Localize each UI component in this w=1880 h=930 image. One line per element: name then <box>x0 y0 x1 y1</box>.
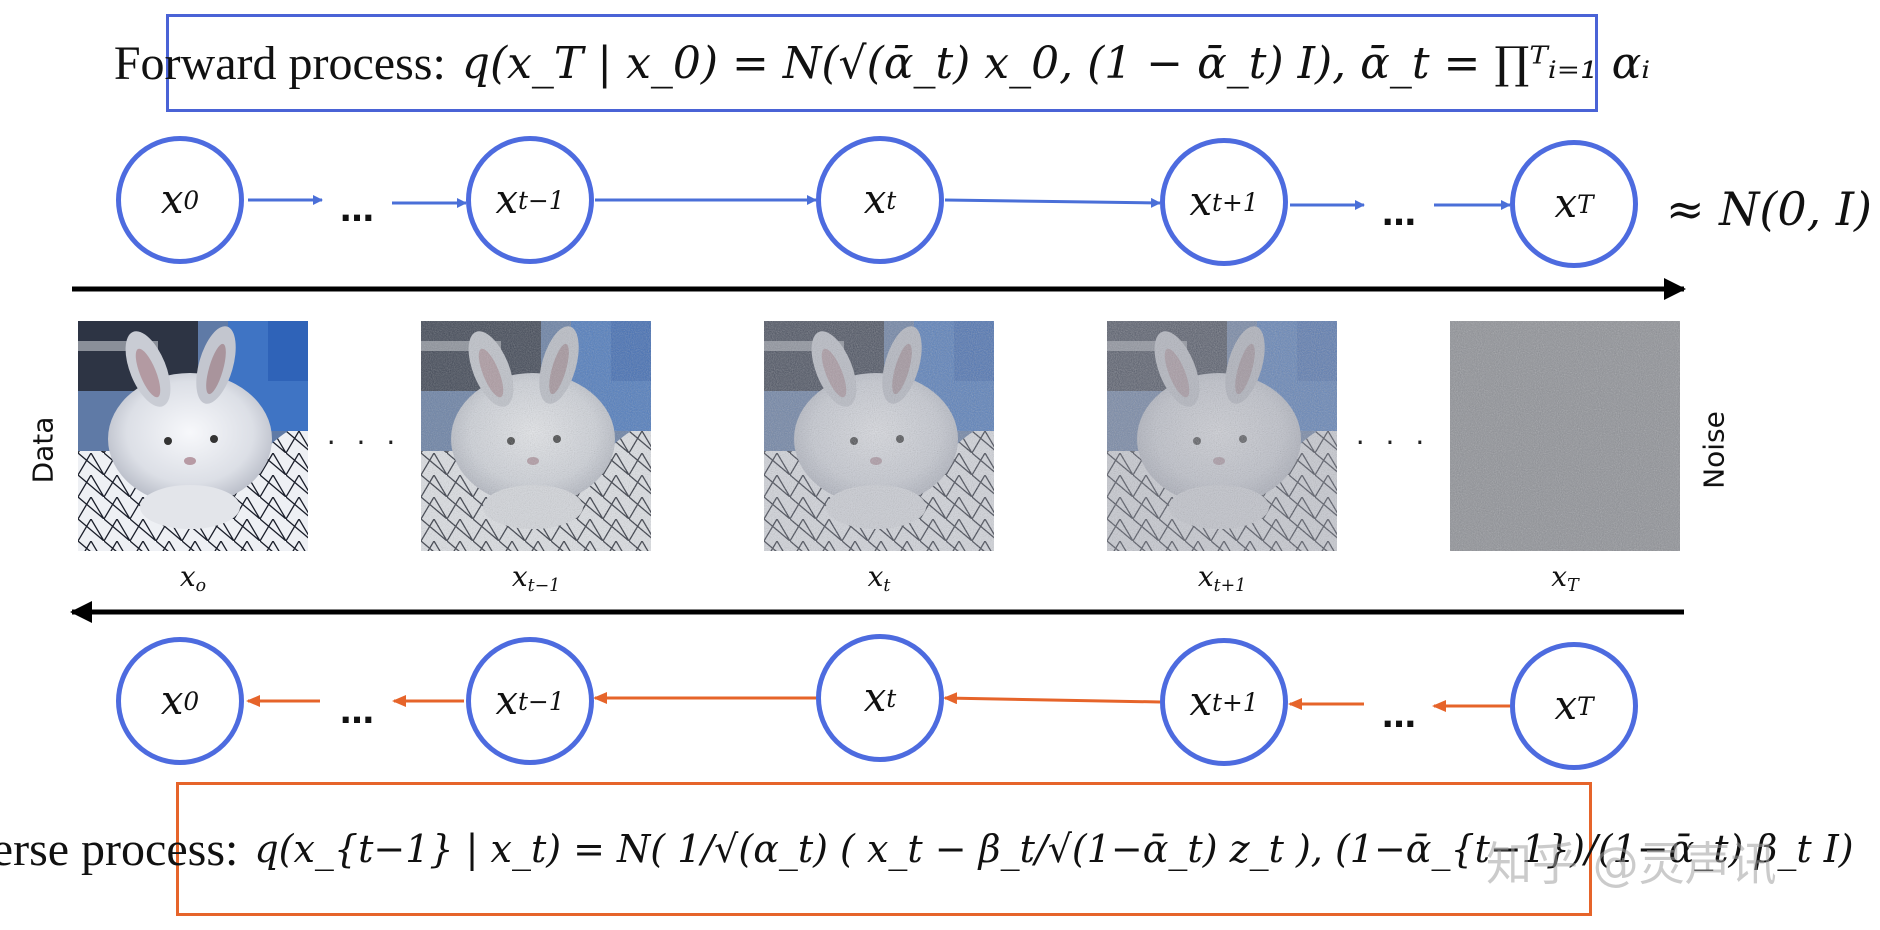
image-x-t <box>764 321 994 551</box>
image-label-x0: xo <box>179 560 207 596</box>
image-label-x-t-minus-1: xt−1 <box>511 560 561 596</box>
forward-process-box: Forward process: q(x_T | x_0) = N(√(ᾱ_t)… <box>114 14 1650 112</box>
reverse-arrow-4 <box>943 692 1161 705</box>
forward-ellipsis-left: … <box>340 190 374 230</box>
reverse-process-label: Reverse process: <box>0 822 239 876</box>
image-label-x-t: xt <box>867 560 891 596</box>
image-ellipsis-left: · · · <box>326 426 402 459</box>
forward-ellipsis-right: … <box>1382 194 1416 234</box>
image-x-t-plus-1 <box>1107 321 1337 551</box>
forward-process-label: Forward process: <box>113 36 446 90</box>
reverse-process-equation: q(x_{t−1} | x_t) = N( 1/√(α_t) ( x_t − β… <box>254 827 1854 871</box>
image-x-t-minus-1 <box>421 321 651 551</box>
image-ellipsis-right: · · · <box>1355 426 1431 459</box>
watermark: 知乎 @灵声讯 <box>1486 837 1777 891</box>
data-side-label: Data <box>26 416 60 484</box>
forward-arrow-4 <box>944 197 1161 208</box>
noise-distribution-label: ≈ N(0, I) <box>1666 182 1872 236</box>
forward-process-equation: q(x_T | x_0) = N(√(ᾱ_t) x_0, (1 − ᾱ_t) I… <box>461 37 1651 89</box>
reverse-ellipsis-left: … <box>340 692 374 732</box>
reverse-ellipsis-right: … <box>1382 696 1416 736</box>
image-x-T <box>1450 321 1680 551</box>
image-label-x-T: xT <box>1551 560 1579 596</box>
reverse-process-box: Reverse process: q(x_{t−1} | x_t) = N( 1… <box>0 782 1854 916</box>
image-label-x-t-plus-1: xt+1 <box>1197 560 1247 596</box>
noise-side-label: Noise <box>1697 411 1731 489</box>
image-x0 <box>78 321 308 551</box>
